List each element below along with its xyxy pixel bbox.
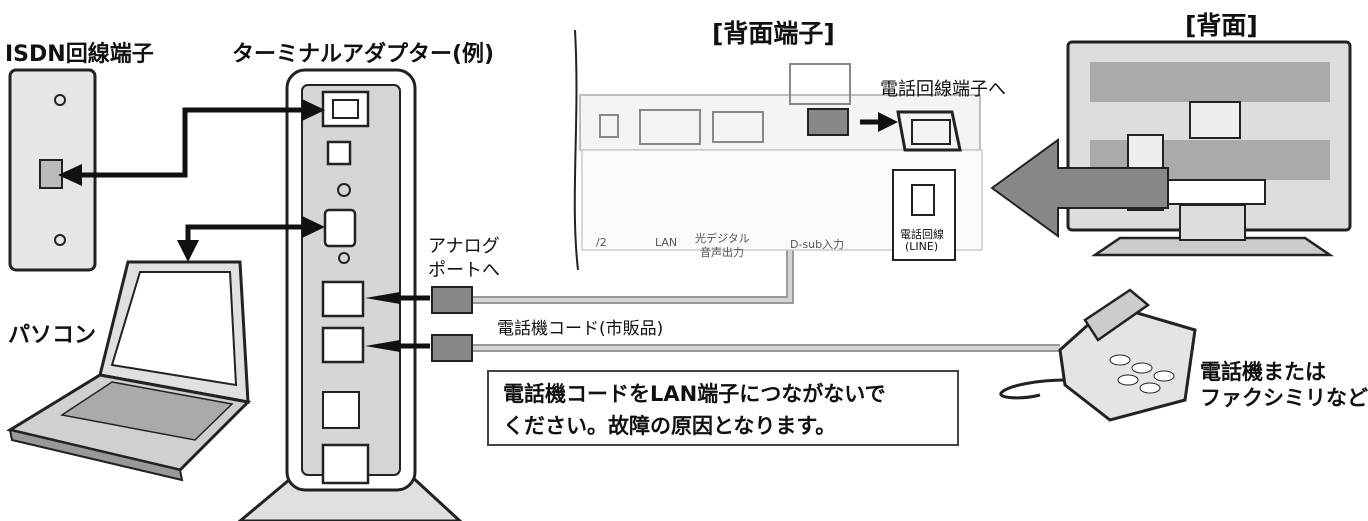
warning-line1: 電話機コードをLAN端子につながないで (503, 382, 886, 406)
warning-line2: ください。故障の原因となります。 (503, 414, 837, 438)
terminal-adapter (237, 68, 463, 521)
pc-label: パソコン (8, 323, 97, 348)
analog-port-label-line2: ポートへ (428, 260, 500, 281)
telephone-icon (999, 288, 1197, 422)
terminal-adapter-label: ターミナルアダプター(例) (232, 42, 495, 67)
panel-optical-label-line1: 光デジタル (695, 232, 750, 245)
isdn-wall-plate (8, 68, 97, 272)
panel-lan-label: LAN (655, 236, 678, 249)
panel-optical-label-line2: 音声出力 (700, 246, 744, 259)
ta-serial-port-icon (323, 208, 357, 248)
rear-panel-closeup (573, 29, 983, 271)
direction-arrow-icon (990, 138, 1169, 238)
ta-lan-port-icon (321, 443, 370, 485)
phone-cord-label: 電話機コード(市販品) (497, 319, 664, 339)
isdn-port-label: ISDN回線端子 (5, 42, 154, 67)
ta-analog-port-1-icon (321, 280, 365, 318)
analog-port-label-line1: アナログ (428, 236, 500, 257)
isdn-jack-icon (39, 159, 63, 189)
ta-isdn-port-icon (321, 90, 370, 128)
panel-partial-label: /2 (596, 236, 607, 249)
panel-dsub-label: D-sub入力 (790, 238, 845, 251)
ta-analog-port-2-icon (321, 326, 365, 364)
phone-or-fax-label-line1: 電話機または (1200, 360, 1326, 384)
rear-heading: [背面] (1185, 11, 1258, 40)
warning-note: 電話機コードをLAN端子につながないで ください。故障の原因となります。 (487, 370, 959, 446)
to-phone-line-label: 電話回線端子へ (880, 79, 1006, 100)
ta-blank-icon (322, 391, 360, 429)
lan-port-icon (639, 109, 701, 145)
panel-phone-line-port-icon (896, 110, 962, 152)
panel-phone-line-label-line2: (LINE) (905, 240, 939, 253)
dsub-port-icon (789, 63, 851, 105)
laptop-icon (6, 260, 252, 482)
tv-rear-icon (1066, 40, 1352, 257)
rear-terminals-heading: [背面端子] (712, 19, 835, 48)
ta-usb-port-icon (326, 140, 352, 166)
panel-phone-line-label-line1: 電話回線 (900, 228, 944, 241)
phone-or-fax-label-line2: ファクシミリなど (1200, 386, 1368, 410)
